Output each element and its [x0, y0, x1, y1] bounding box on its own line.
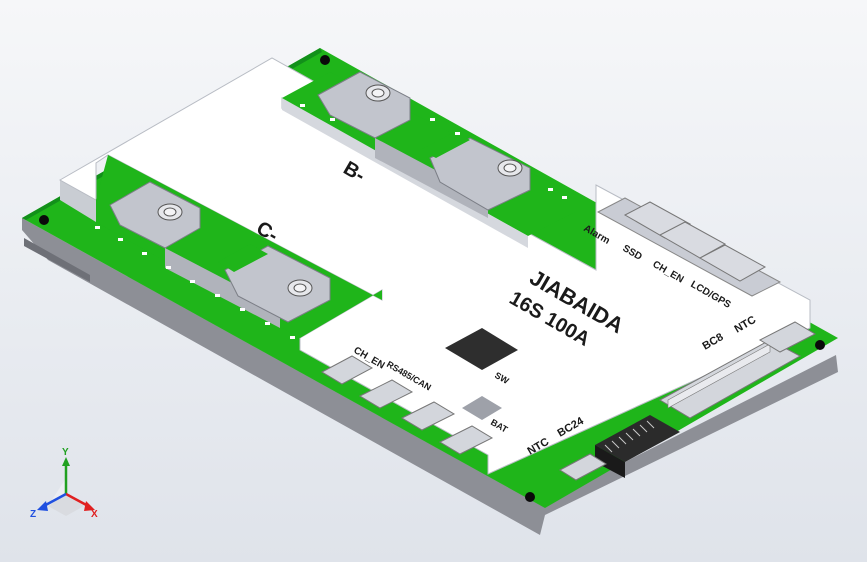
coordinate-triad: Y X Z — [30, 447, 98, 520]
connector-row-right — [596, 197, 782, 297]
axis-y-label: Y — [62, 447, 69, 458]
axis-x-arrow — [84, 501, 95, 511]
busbar-c — [109, 181, 331, 328]
chip-sw — [445, 328, 518, 370]
connector-bc8-ntc — [658, 321, 817, 419]
connector-bc24 — [595, 415, 680, 478]
mounting-holes — [39, 55, 825, 502]
axis-z-label: Z — [30, 509, 36, 520]
cover-left-front-face — [60, 180, 96, 222]
chip-bat — [462, 396, 502, 420]
solder-pads — [95, 104, 567, 339]
connector-row-left — [320, 355, 607, 481]
pcb-edge — [22, 218, 838, 535]
axis-z-arrow — [37, 501, 48, 511]
busbar-b — [317, 71, 531, 218]
pcb-bottom-edge — [24, 238, 90, 282]
axis-y-arrow — [62, 457, 70, 466]
axis-x-label: X — [91, 509, 98, 520]
